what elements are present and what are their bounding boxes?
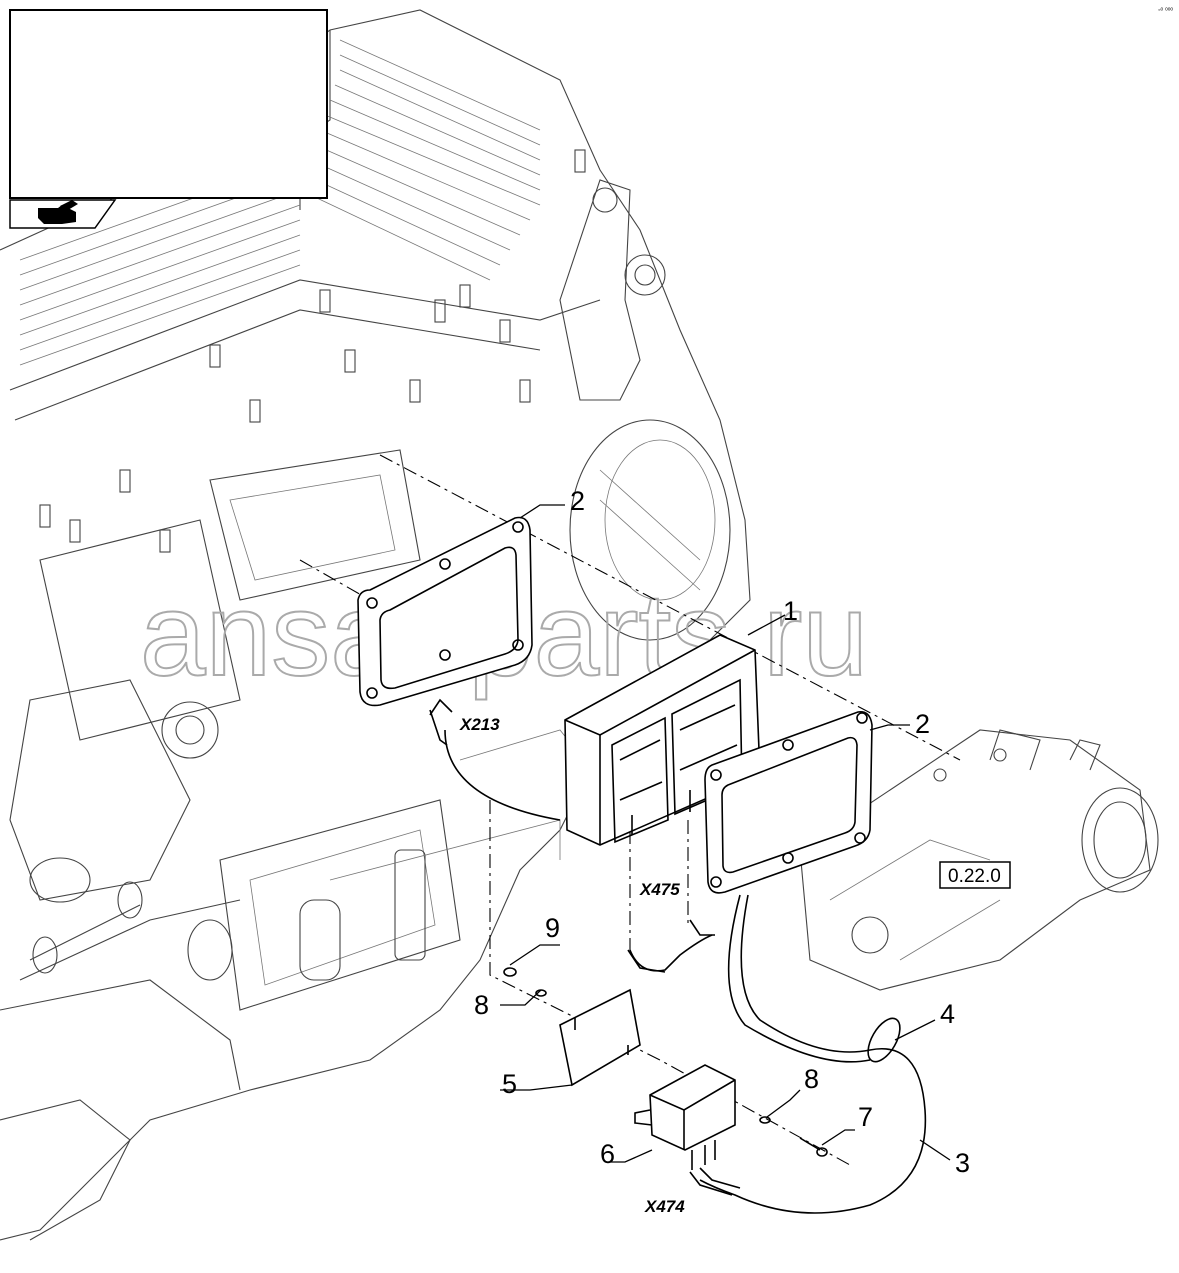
washer-part-8-right xyxy=(759,1116,771,1124)
connector-x474-label: X474 xyxy=(644,1197,685,1216)
title-block xyxy=(9,9,328,229)
engine-block-drawing xyxy=(0,9,751,1241)
leader-lines xyxy=(500,504,951,1163)
callout-2-upper: 2 xyxy=(570,486,585,516)
mounting-plate-part-5 xyxy=(559,988,641,1087)
callout-6: 6 xyxy=(600,1139,615,1169)
gasket-part-2-upper xyxy=(357,516,533,707)
reference-box-label: 0.22.0 xyxy=(948,866,1001,887)
gasket-part-2-lower xyxy=(704,710,873,894)
intake-manifold-drawing xyxy=(799,729,1159,991)
callout-7: 7 xyxy=(858,1102,873,1132)
relay-part-6 xyxy=(634,1064,736,1170)
callout-2-lower: 2 xyxy=(915,709,930,739)
callout-8-right: 8 xyxy=(804,1064,819,1094)
nut-part-9 xyxy=(503,967,517,977)
connector-x475-label: X475 xyxy=(639,880,680,899)
wiring-harness xyxy=(429,698,927,1214)
callout-3: 3 xyxy=(955,1148,970,1178)
callout-5: 5 xyxy=(502,1069,517,1099)
reference-box[interactable]: 0.22.0 xyxy=(939,861,1011,889)
corner-tag: ◦ᵒ ᵒᵒᵒ xyxy=(1158,7,1173,14)
callout-4: 4 xyxy=(940,999,955,1029)
screw-part-7 xyxy=(799,1137,828,1157)
hand-pointer-icon xyxy=(38,200,78,224)
callout-9: 9 xyxy=(545,913,560,943)
callout-8-left: 8 xyxy=(474,990,489,1020)
callout-1: 1 xyxy=(783,596,798,626)
connector-x213-label: X213 xyxy=(459,715,500,734)
